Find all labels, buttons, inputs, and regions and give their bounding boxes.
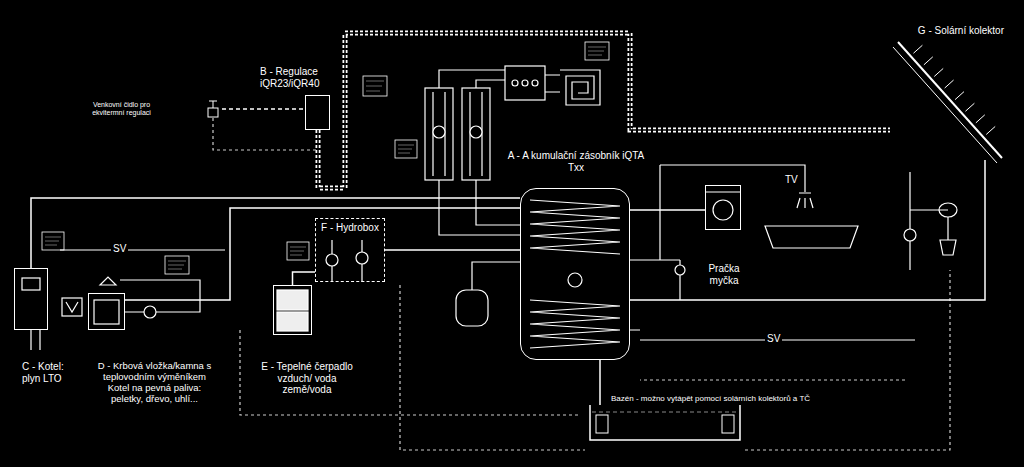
pipe-connector bbox=[599, 360, 601, 405]
washing-machine: Pračka myčka bbox=[705, 185, 741, 230]
outdoor-sensor: Venkovní čidlo pro ekvitermní regulaci bbox=[205, 100, 222, 118]
component-label: D - Krbová vložka/kamna s teplovodním vý… bbox=[91, 361, 218, 405]
pool: Bazén - možno vytápět pomocí solárních k… bbox=[590, 405, 740, 440]
component-label: Venkovní čidlo pro ekvitermní regulaci bbox=[78, 101, 165, 117]
component-label: Bazén - možno vytápět pomocí solárních k… bbox=[610, 394, 811, 403]
component-label: A - A kumulační zásobník iQTA Txx bbox=[505, 150, 647, 173]
pipe-connector bbox=[293, 272, 316, 285]
gas-boiler: C - Kotel: plyn LTO bbox=[14, 268, 48, 330]
storage-tank: A - A kumulační zásobník iQTA Txx bbox=[520, 188, 630, 360]
component-label: G - Solární kolektor bbox=[917, 25, 1005, 37]
component-label: Pračka myčka bbox=[702, 263, 746, 286]
pipe-connector bbox=[222, 108, 305, 110]
hydrobox: F - Hydrobox bbox=[315, 218, 385, 282]
solar-collector: G - Solární kolektor bbox=[890, 40, 1005, 160]
pipe-connector bbox=[125, 208, 520, 300]
collector-outline bbox=[890, 40, 1005, 160]
component-label: E - Tepelné čerpadlo vzduch/ voda země/v… bbox=[254, 361, 360, 396]
pipe-connector bbox=[385, 249, 520, 251]
fireplace-insert: D - Krbová vložka/kamna s teplovodním vý… bbox=[88, 293, 125, 330]
controller-box: B - Regulace iQR23/iQR40 bbox=[305, 95, 330, 130]
cold-water-label: SV bbox=[111, 243, 128, 254]
component-label: C - Kotel: plyn LTO bbox=[21, 361, 75, 384]
heat-pump: E - Tepelné čerpadlo vzduch/ voda země/v… bbox=[273, 285, 312, 335]
hot-water-label: TV bbox=[783, 174, 800, 185]
component-label: F - Hydrobox bbox=[320, 222, 380, 234]
pool-outline bbox=[590, 405, 740, 440]
pipe-connector bbox=[630, 160, 985, 300]
cold-water-label: SV bbox=[765, 333, 782, 344]
sensor-symbol bbox=[205, 100, 222, 118]
pipe-connector bbox=[630, 209, 705, 211]
component-label: B - Regulace iQR23/iQR40 bbox=[259, 66, 335, 89]
